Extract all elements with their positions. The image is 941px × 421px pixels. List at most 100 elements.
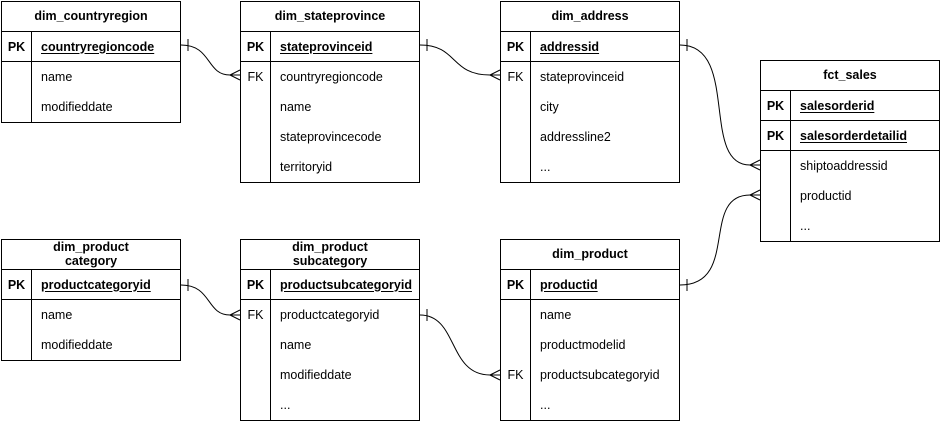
relation-stateprovince-address[interactable]: [419, 39, 501, 81]
key-cell: [2, 330, 32, 360]
field-cell: ...: [280, 398, 291, 412]
table-row: city: [501, 92, 679, 122]
field-cell: name: [41, 308, 73, 322]
table-row: ...: [501, 390, 679, 420]
table-row: PK productcategoryid: [2, 270, 180, 300]
key-cell: [241, 152, 271, 182]
field-cell: modifieddate: [41, 338, 113, 352]
table-title: dim_countryregion: [2, 2, 180, 32]
relation-edge[interactable]: [419, 314, 491, 376]
pk-field-cell: stateprovinceid: [280, 39, 373, 54]
table-dim-product-subcategory[interactable]: dim_product subcategory PK productsubcat…: [240, 239, 420, 421]
field-cell: shiptoaddressid: [800, 159, 888, 173]
table-row: PK addressid: [501, 32, 679, 62]
relation-edge[interactable]: [679, 194, 751, 286]
relation-address-fctsales[interactable]: [679, 39, 761, 171]
field-cell: stateprovincecode: [280, 130, 382, 144]
pk-field-cell: productcategoryid: [41, 277, 151, 292]
field-cell: name: [280, 338, 312, 352]
pk-field-cell: salesorderdetailid: [800, 128, 907, 143]
key-cell: [761, 211, 791, 241]
field-cell: territoryid: [280, 160, 333, 174]
table-row: modifieddate: [241, 360, 419, 390]
relation-countryregion-stateprovince[interactable]: [180, 39, 241, 81]
key-cell: PK: [2, 270, 32, 299]
table-row: addressline2: [501, 122, 679, 152]
pk-field-cell: countryregioncode: [41, 39, 155, 54]
field-cell: productsubcategoryid: [540, 368, 660, 382]
field-cell: name: [280, 100, 312, 114]
key-cell: PK: [761, 121, 791, 150]
key-cell: [761, 151, 791, 181]
relation-edge[interactable]: [180, 284, 231, 316]
table-title: dim_stateprovince: [241, 2, 419, 32]
field-cell: modifieddate: [280, 368, 352, 382]
table-row: PK countryregioncode: [2, 32, 180, 62]
field-cell: ...: [540, 160, 551, 174]
relation-edge[interactable]: [419, 44, 491, 76]
many-crowsfoot: [229, 309, 241, 321]
many-crowsfoot: [229, 69, 241, 81]
key-cell: FK: [501, 360, 531, 390]
many-crowsfoot: [489, 369, 501, 381]
table-row: PK productsubcategoryid: [241, 270, 419, 300]
table-row: PK productid: [501, 270, 679, 300]
table-row: name: [501, 300, 679, 330]
table-dim-stateprovince[interactable]: dim_stateprovince PK stateprovinceid FK …: [240, 1, 420, 183]
table-row: name: [2, 300, 180, 330]
pk-field-cell: productsubcategoryid: [280, 277, 412, 292]
key-cell: [501, 390, 531, 420]
table-dim-product[interactable]: dim_product PK productid name productmod…: [500, 239, 680, 421]
key-cell: [501, 300, 531, 330]
table-dim-countryregion[interactable]: dim_countryregion PK countryregioncode n…: [1, 1, 181, 123]
table-row: PK stateprovinceid: [241, 32, 419, 62]
key-cell: [2, 62, 32, 92]
pk-field-cell: addressid: [540, 39, 600, 54]
key-cell: [241, 390, 271, 420]
key-cell: PK: [761, 91, 791, 120]
field-cell: addressline2: [540, 130, 611, 144]
many-crowsfoot: [749, 159, 761, 171]
field-cell: productcategoryid: [280, 308, 380, 322]
key-cell: PK: [241, 32, 271, 61]
key-cell: [241, 92, 271, 122]
key-cell: [501, 122, 531, 152]
pk-field-cell: salesorderid: [800, 98, 875, 113]
relation-productcategory-productsubcategory[interactable]: [180, 279, 241, 321]
field-cell: countryregioncode: [280, 70, 383, 84]
field-cell: productid: [800, 189, 852, 203]
table-title: dim_product: [501, 240, 679, 270]
key-cell: [501, 152, 531, 182]
table-row: FK productcategoryid: [241, 300, 419, 330]
key-cell: PK: [501, 270, 531, 299]
key-cell: [501, 330, 531, 360]
key-cell: [761, 181, 791, 211]
table-row: ...: [501, 152, 679, 182]
key-cell: [501, 92, 531, 122]
field-cell: stateprovinceid: [540, 70, 625, 84]
many-crowsfoot: [749, 189, 761, 201]
table-fct-sales[interactable]: fct_sales PK salesorderid PK salesorderd…: [760, 60, 940, 242]
relation-edge[interactable]: [180, 44, 231, 76]
key-cell: FK: [241, 62, 271, 92]
table-dim-product-category[interactable]: dim_product category PK productcategoryi…: [1, 239, 181, 361]
table-row: name: [241, 92, 419, 122]
table-title: dim_product category: [2, 240, 180, 270]
relation-productsubcategory-product[interactable]: [419, 309, 501, 381]
key-cell: [241, 330, 271, 360]
relation-product-fctsales[interactable]: [679, 189, 761, 291]
pk-field-cell: productid: [540, 277, 598, 292]
field-cell: name: [540, 308, 572, 322]
field-cell: ...: [800, 219, 811, 233]
table-title: fct_sales: [761, 61, 939, 91]
table-row: ...: [241, 390, 419, 420]
table-row: productid: [761, 181, 939, 211]
key-cell: FK: [501, 62, 531, 92]
relation-edge[interactable]: [679, 44, 751, 166]
table-dim-address[interactable]: dim_address PK addressid FK stateprovinc…: [500, 1, 680, 183]
table-row: ...: [761, 211, 939, 241]
table-row: shiptoaddressid: [761, 151, 939, 181]
field-cell: modifieddate: [41, 100, 113, 114]
